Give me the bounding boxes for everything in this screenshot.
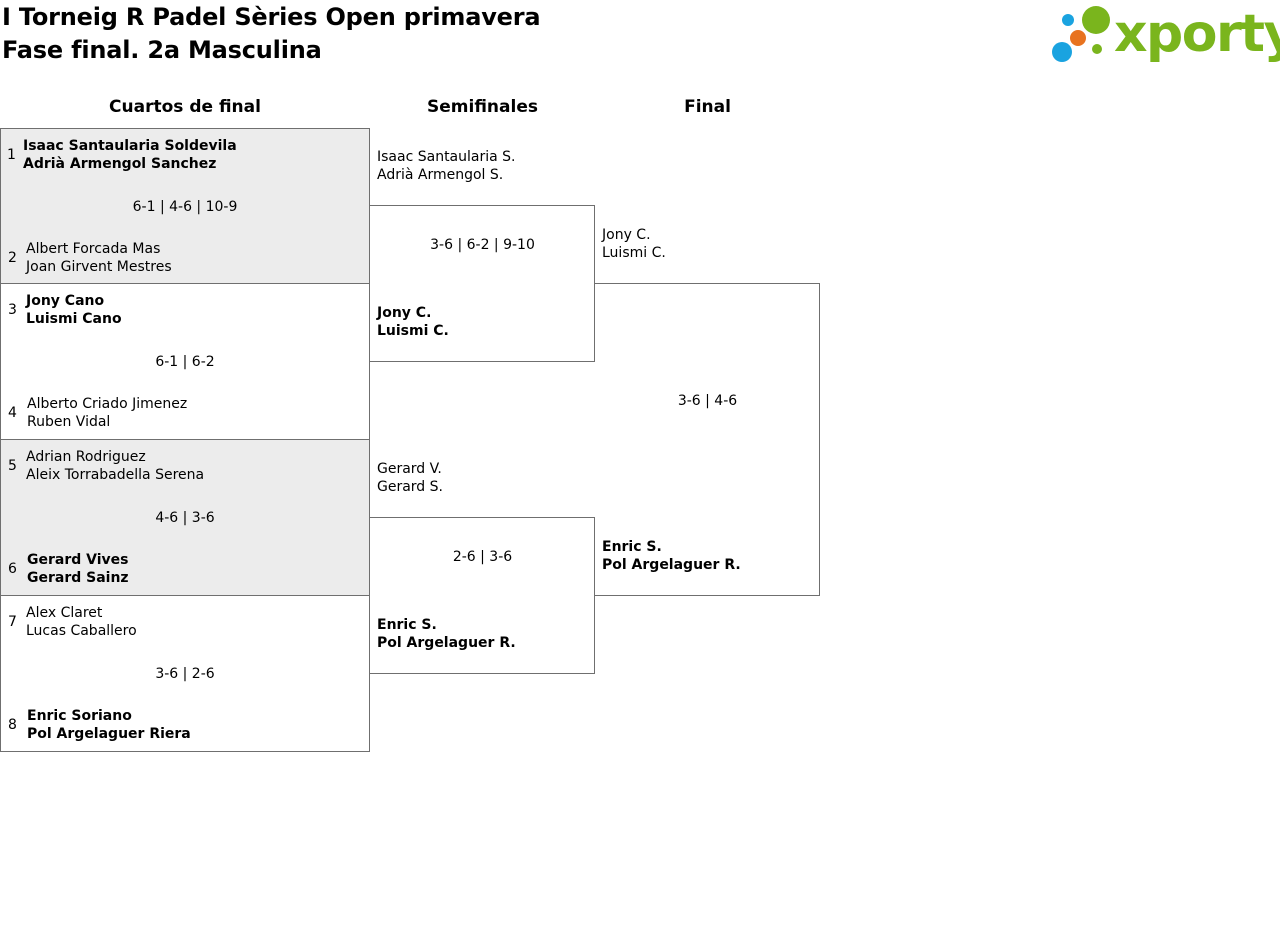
player-name: Luismi C. xyxy=(602,245,666,261)
semifinal-2-team-top: Gerard V. Gerard S. xyxy=(377,460,443,496)
seed-number: 5 xyxy=(8,458,17,474)
quarterfinal-match-3: 5 Adrian Rodriguez Aleix Torrabadella Se… xyxy=(0,440,370,596)
player-name: Enric Soriano xyxy=(27,708,132,724)
final-score: 3-6 | 4-6 xyxy=(677,393,738,409)
player-name: Pol Argelaguer R. xyxy=(377,635,516,651)
final-bracket xyxy=(595,283,820,596)
match-score: 4-6 | 3-6 xyxy=(155,510,215,526)
logo-dot-blue xyxy=(1062,14,1074,26)
player-name: Adrià Armengol S. xyxy=(377,167,504,183)
seed-number: 1 xyxy=(7,147,16,163)
round-quarterfinals-heading: Cuartos de final xyxy=(109,97,261,117)
seed-number: 6 xyxy=(8,561,17,577)
player-name: Pol Argelaguer Riera xyxy=(27,726,191,742)
team-top: Adrian Rodriguez Aleix Torrabadella Sere… xyxy=(26,448,204,484)
seed-number: 8 xyxy=(8,717,17,733)
team-top: Jony Cano Luismi Cano xyxy=(26,292,122,328)
match-score: 6-1 | 4-6 | 10-9 xyxy=(132,199,238,215)
semifinal-2-score: 2-6 | 3-6 xyxy=(452,549,513,565)
xporty-logo: xporty xyxy=(1050,4,1280,68)
semifinal-1-team-top: Isaac Santaularia S. Adrià Armengol S. xyxy=(377,148,516,184)
semifinal-1-team-bottom: Jony C. Luismi C. xyxy=(377,304,449,340)
player-name: Alex Claret xyxy=(26,605,103,621)
logo-dot-green-small xyxy=(1092,44,1102,54)
logo-dot-green xyxy=(1082,6,1110,34)
logo-dot-blue-large xyxy=(1052,42,1072,62)
player-name: Adrià Armengol Sanchez xyxy=(23,156,217,172)
team-bottom: Enric Soriano Pol Argelaguer Riera xyxy=(27,707,191,743)
team-bottom: Gerard Vives Gerard Sainz xyxy=(27,551,129,587)
player-name: Adrian Rodriguez xyxy=(26,449,146,465)
seed-number: 2 xyxy=(8,250,17,266)
team-top: Isaac Santaularia Soldevila Adrià Armeng… xyxy=(23,137,237,173)
quarterfinal-match-2: 3 Jony Cano Luismi Cano 6-1 | 6-2 4 Albe… xyxy=(0,284,370,440)
player-name: Gerard S. xyxy=(377,479,443,495)
team-bottom: Alberto Criado Jimenez Ruben Vidal xyxy=(27,395,187,431)
player-name: Isaac Santaularia S. xyxy=(377,149,516,165)
player-name: Jony C. xyxy=(602,227,651,243)
player-name: Jony Cano xyxy=(26,293,105,309)
player-name: Ruben Vidal xyxy=(27,414,111,430)
player-name: Gerard Vives xyxy=(27,552,129,568)
player-name: Luismi C. xyxy=(377,323,449,339)
final-team-bottom: Enric S. Pol Argelaguer R. xyxy=(602,538,741,574)
team-top: Alex Claret Lucas Caballero xyxy=(26,604,137,640)
seed-number: 4 xyxy=(8,405,17,421)
semifinal-1-score: 3-6 | 6-2 | 9-10 xyxy=(430,237,535,253)
semifinal-2-bracket xyxy=(370,517,595,674)
player-name: Pol Argelaguer R. xyxy=(602,557,741,573)
round-semifinals-heading: Semifinales xyxy=(427,97,538,117)
team-bottom: Albert Forcada Mas Joan Girvent Mestres xyxy=(26,240,172,276)
logo-dot-orange xyxy=(1070,30,1086,46)
player-name: Gerard Sainz xyxy=(27,570,129,586)
quarterfinal-match-4: 7 Alex Claret Lucas Caballero 3-6 | 2-6 … xyxy=(0,596,370,752)
logo-text: xporty xyxy=(1114,4,1280,64)
final-team-top: Jony C. Luismi C. xyxy=(602,226,666,262)
player-name: Gerard V. xyxy=(377,461,442,477)
tournament-title: I Torneig R Padel Sèries Open primavera xyxy=(2,3,541,31)
player-name: Isaac Santaularia Soldevila xyxy=(23,138,237,154)
phase-title: Fase final. 2a Masculina xyxy=(2,36,322,64)
player-name: Luismi Cano xyxy=(26,311,122,327)
player-name: Jony C. xyxy=(377,305,432,321)
seed-number: 3 xyxy=(8,302,17,318)
round-final-heading: Final xyxy=(684,97,731,117)
player-name: Lucas Caballero xyxy=(26,623,137,639)
player-name: Alberto Criado Jimenez xyxy=(27,396,188,412)
match-score: 3-6 | 2-6 xyxy=(155,666,215,682)
player-name: Joan Girvent Mestres xyxy=(26,259,172,275)
player-name: Albert Forcada Mas xyxy=(26,241,161,257)
seed-number: 7 xyxy=(8,614,17,630)
semifinal-2-team-bottom: Enric S. Pol Argelaguer R. xyxy=(377,616,516,652)
player-name: Aleix Torrabadella Serena xyxy=(26,467,205,483)
match-score: 6-1 | 6-2 xyxy=(155,354,215,370)
semifinal-1-bracket xyxy=(370,205,595,362)
player-name: Enric S. xyxy=(377,617,437,633)
player-name: Enric S. xyxy=(602,539,662,555)
quarterfinal-match-1: 1 Isaac Santaularia Soldevila Adrià Arme… xyxy=(0,128,370,284)
